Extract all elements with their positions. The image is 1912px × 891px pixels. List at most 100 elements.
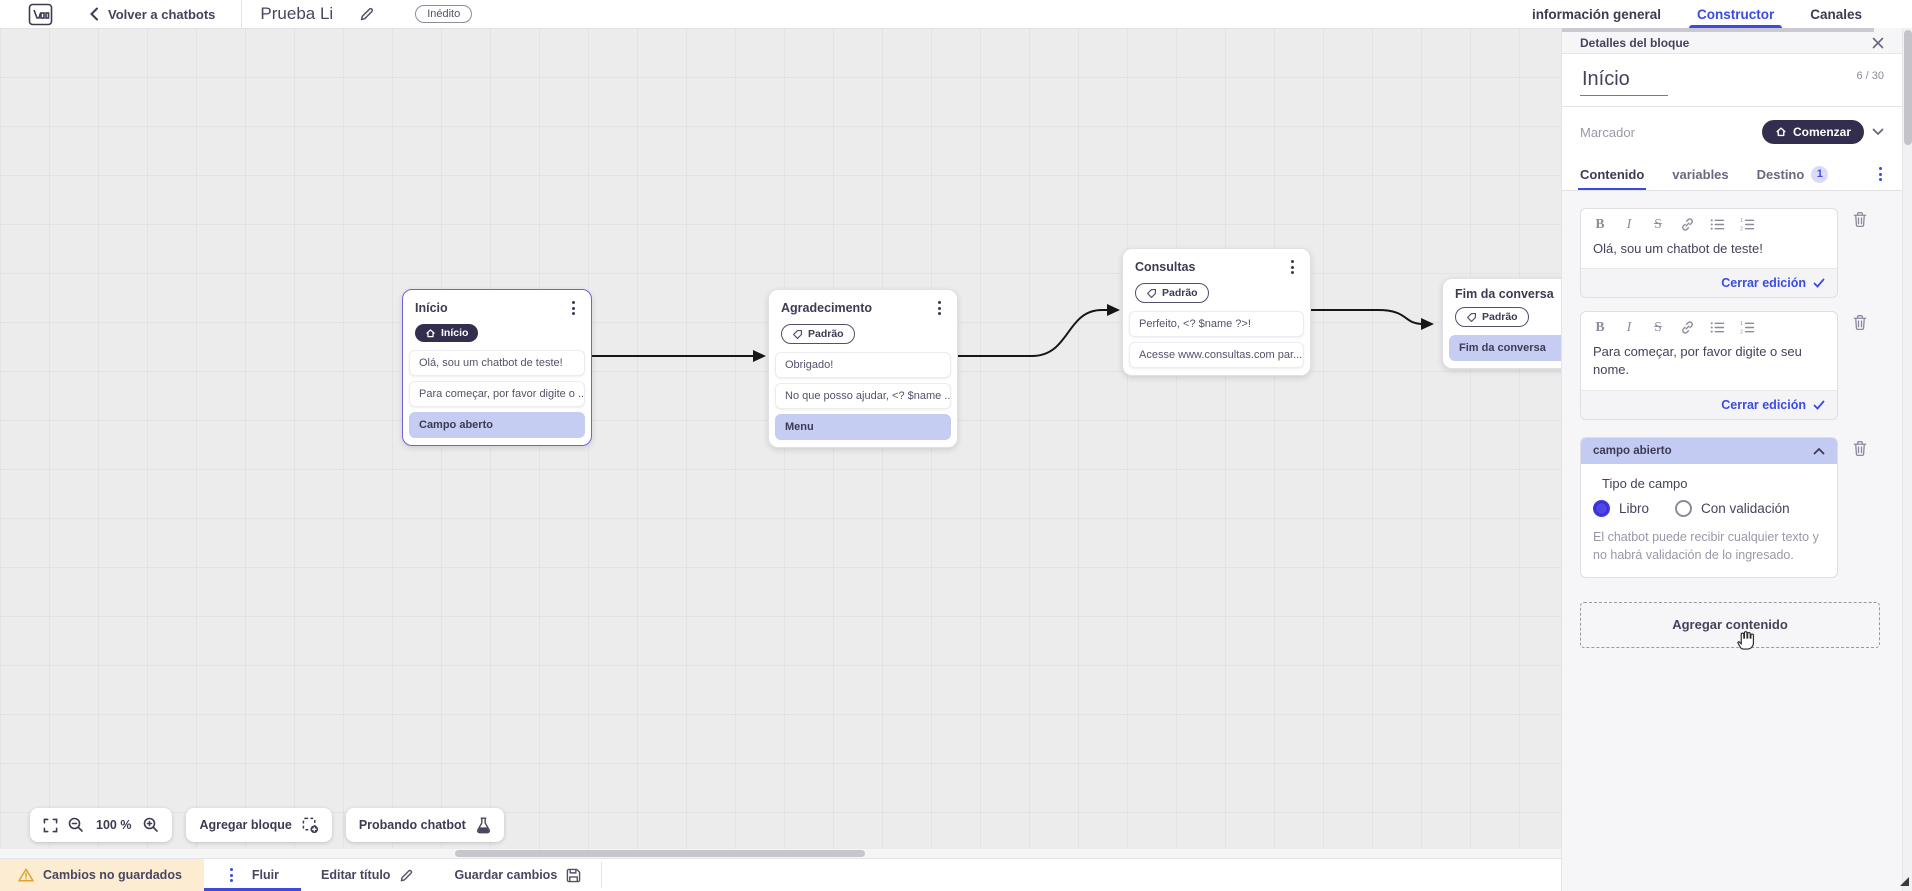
tag-icon bbox=[1466, 312, 1477, 322]
unsaved-label: Cambios no guardados bbox=[43, 868, 182, 882]
panel-header: Detalles del bloque bbox=[1562, 28, 1902, 54]
fullscreen-icon[interactable] bbox=[43, 818, 58, 833]
delete-content-button[interactable] bbox=[1852, 211, 1868, 228]
trash-icon bbox=[1853, 212, 1867, 228]
block-item-message[interactable]: No que posso ajudar, <? $name ... bbox=[775, 383, 951, 409]
tab-canales[interactable]: Canales bbox=[1810, 6, 1862, 22]
block-menu-button[interactable] bbox=[1287, 257, 1298, 277]
check-icon bbox=[1813, 400, 1825, 410]
panel-divider bbox=[1562, 106, 1902, 107]
tab-informacion-general[interactable]: información general bbox=[1531, 6, 1661, 22]
close-panel-icon[interactable] bbox=[1870, 35, 1886, 51]
add-content-button[interactable]: Agregar contenido bbox=[1580, 601, 1880, 650]
trash-icon bbox=[1853, 440, 1867, 456]
flow-block-inicio[interactable]: Início Início Olá, sou um chatbot de tes… bbox=[402, 289, 592, 446]
panel-block-summary: Início 6 / 30 Marcador Comenzar bbox=[1562, 54, 1902, 158]
link-icon[interactable] bbox=[1680, 217, 1695, 232]
field-helper-text: El chatbot puede recibir cualquier texto… bbox=[1593, 529, 1819, 562]
add-block-button[interactable]: Agregar bloque bbox=[186, 808, 332, 842]
home-icon bbox=[1776, 127, 1786, 137]
back-chevron-icon bbox=[90, 7, 98, 21]
radio-selected-icon bbox=[1593, 499, 1610, 517]
flow-tab-label: Fluir bbox=[251, 868, 279, 882]
bottombar-divider bbox=[601, 862, 603, 888]
block-details-panel: Detalles del bloque Início 6 / 30 Marcad… bbox=[1561, 28, 1902, 891]
flow-block-fim-da-conversa[interactable]: Fim da conversa Padrão Fim da conversa bbox=[1442, 278, 1561, 369]
block-start-badge: Início bbox=[415, 324, 479, 342]
block-default-badge: Padrão bbox=[1135, 283, 1209, 303]
marker-select[interactable]: Comenzar bbox=[1761, 120, 1864, 144]
zoom-out-icon[interactable] bbox=[68, 817, 84, 833]
field-type-label: Tipo de campo bbox=[1602, 475, 1688, 491]
check-icon bbox=[1813, 278, 1825, 289]
block-item-message[interactable]: Olá, sou um chatbot de teste! bbox=[409, 350, 585, 376]
block-menu-button[interactable] bbox=[568, 298, 579, 318]
radio-libro[interactable]: Libro bbox=[1593, 499, 1649, 517]
app-logo-icon[interactable] bbox=[28, 3, 53, 26]
panel-vscrollbar bbox=[1902, 28, 1912, 891]
back-to-chatbots-button[interactable]: Volver a chatbots bbox=[89, 7, 215, 22]
save-changes-button[interactable]: Guardar cambios bbox=[434, 859, 601, 891]
canvas-toolbar: 100 % Agregar bloque Probando chatbot bbox=[30, 808, 504, 842]
italic-icon[interactable]: I bbox=[1626, 319, 1632, 335]
panel-tabs-menu-button[interactable] bbox=[1875, 164, 1886, 184]
zoom-in-icon[interactable] bbox=[143, 817, 159, 833]
block-item-end[interactable]: Fim da conversa bbox=[1449, 335, 1561, 361]
strikethrough-icon[interactable]: S bbox=[1654, 319, 1662, 335]
panel-vscrollbar-thumb[interactable] bbox=[1904, 30, 1912, 145]
editor-text[interactable]: Olá, sou um chatbot de teste! bbox=[1581, 235, 1837, 269]
bottom-bar: Cambios no guardados Fluir Editar título… bbox=[0, 858, 1561, 891]
editor-text[interactable]: Para começar, por favor digite o seu nom… bbox=[1581, 338, 1837, 390]
tab-variables[interactable]: variables bbox=[1672, 166, 1729, 182]
close-edit-button[interactable]: Cerrar edición bbox=[1581, 389, 1837, 419]
flow-block-agradecimento[interactable]: Agradecimento Padrão Obrigado! No que po… bbox=[768, 289, 958, 448]
block-item-message[interactable]: Obrigado! bbox=[775, 352, 951, 378]
italic-icon[interactable]: I bbox=[1626, 216, 1632, 231]
tab-fluir[interactable]: Fluir bbox=[203, 859, 302, 891]
block-item-menu[interactable]: Menu bbox=[775, 414, 951, 440]
block-item-message[interactable]: Perfeito, <? $name ?>! bbox=[1129, 311, 1304, 337]
tag-icon bbox=[1146, 288, 1157, 298]
open-field-header[interactable]: campo abierto bbox=[1581, 437, 1837, 464]
delete-content-button[interactable] bbox=[1852, 440, 1868, 457]
tab-constructor[interactable]: Constructor bbox=[1688, 0, 1783, 28]
block-default-badge: Padrão bbox=[781, 324, 855, 344]
chatbot-title[interactable]: Prueba Li bbox=[260, 4, 334, 23]
canvas-hscrollbar-thumb[interactable] bbox=[455, 850, 865, 857]
bullet-list-icon[interactable] bbox=[1710, 321, 1725, 334]
chevron-down-icon[interactable] bbox=[1872, 128, 1884, 136]
flow-canvas[interactable]: Início Início Olá, sou um chatbot de tes… bbox=[0, 28, 1561, 891]
block-item-message[interactable]: Acesse www.consultas.com par... bbox=[1129, 342, 1304, 368]
link-icon[interactable] bbox=[1680, 320, 1695, 335]
open-field-card: campo abierto Tipo de campo Libro Con va… bbox=[1580, 436, 1838, 578]
flow-menu-button[interactable] bbox=[226, 865, 237, 885]
tab-contenido[interactable]: Contenido bbox=[1577, 158, 1647, 190]
panel-hscrollbar-thumb[interactable] bbox=[1562, 28, 1874, 32]
trash-icon bbox=[1853, 315, 1867, 331]
test-chatbot-button[interactable]: Probando chatbot bbox=[345, 808, 504, 842]
block-item-message[interactable]: Para começar, por favor digite o ... bbox=[409, 381, 585, 407]
char-count: 6 / 30 bbox=[1856, 70, 1884, 82]
bold-icon[interactable]: B bbox=[1595, 319, 1605, 335]
radio-con-validacion[interactable]: Con validación bbox=[1675, 499, 1790, 517]
block-name-input[interactable]: Início bbox=[1580, 68, 1668, 96]
block-menu-button[interactable] bbox=[934, 298, 945, 318]
delete-content-button[interactable] bbox=[1852, 314, 1868, 331]
flow-block-consultas[interactable]: Consultas Padrão Perfeito, <? $name ?>! … bbox=[1122, 248, 1311, 376]
bullet-list-icon[interactable] bbox=[1710, 218, 1725, 231]
field-type-options: Libro Con validación bbox=[1593, 499, 1825, 517]
close-edit-button[interactable]: Cerrar edición bbox=[1581, 268, 1837, 298]
panel-title: Detalles del bloque bbox=[1580, 35, 1690, 50]
canvas-hscrollbar bbox=[0, 849, 1561, 858]
tab-destino[interactable]: Destino 1 bbox=[1757, 158, 1829, 190]
bold-icon[interactable]: B bbox=[1595, 216, 1605, 231]
strikethrough-icon[interactable]: S bbox=[1654, 216, 1662, 231]
header-tabs: información general Constructor Canales bbox=[1530, 0, 1864, 28]
edit-title-pencil-icon[interactable] bbox=[359, 6, 375, 22]
edit-title-button[interactable]: Editar título bbox=[301, 859, 434, 891]
block-item-open-field[interactable]: Campo aberto bbox=[409, 412, 585, 438]
